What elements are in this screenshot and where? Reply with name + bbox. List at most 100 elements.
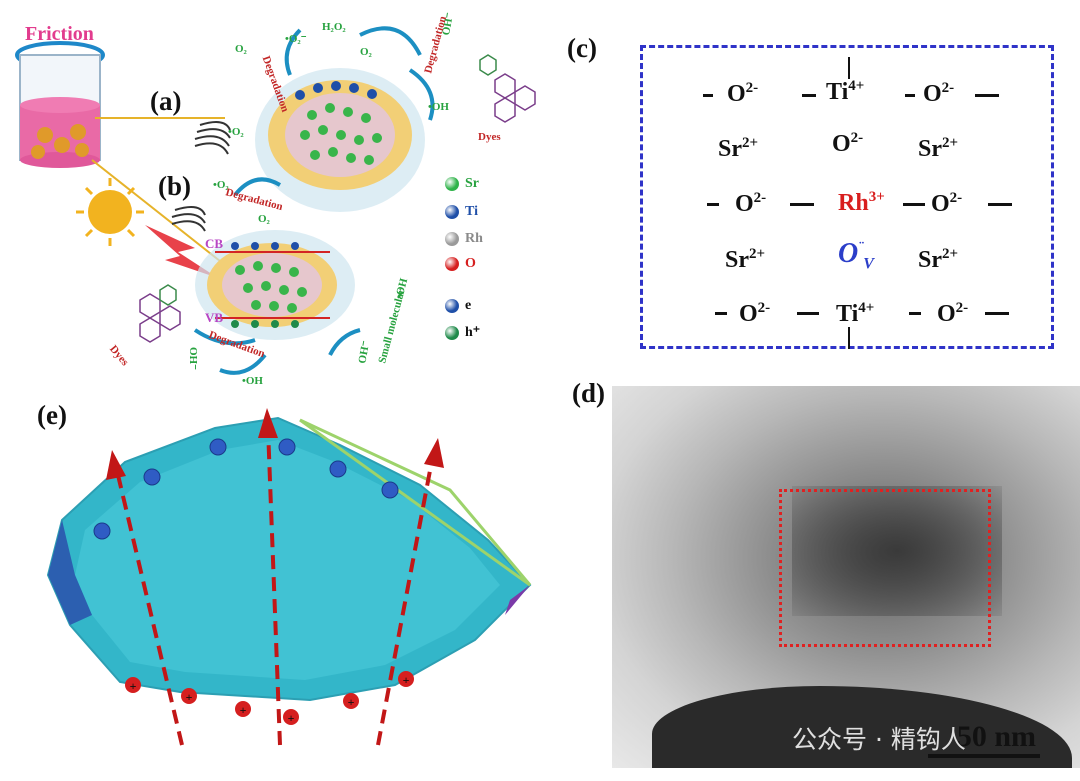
- o2-label-1: O₂: [235, 43, 248, 55]
- dye-molecule-top: [479, 54, 536, 123]
- ion-o-r1c1: O2-: [727, 80, 759, 107]
- o2-rad-label-1: •O₂⁻: [285, 33, 307, 45]
- legend-dot: [445, 299, 459, 313]
- ion-o-r3c3: O2-: [931, 190, 963, 217]
- lattice-box: [640, 45, 1054, 349]
- panel-a-label: (a): [150, 86, 182, 116]
- legend-item-2: Ti: [445, 204, 478, 220]
- tem-image: 50 nm: [612, 386, 1080, 768]
- bond-dash: [790, 203, 814, 206]
- oh-rad-label-1: •OH: [428, 101, 449, 113]
- o2-rad-label-2: •O₂: [228, 126, 244, 138]
- friction-label: Friction: [25, 23, 94, 45]
- ion-rh-dopant: Rh3+: [838, 189, 885, 216]
- polarized-crystal-diagram: + + + + + +: [46, 408, 532, 746]
- bond-dash: [707, 203, 719, 206]
- legend-dot: [445, 325, 459, 340]
- friction-beaker: [15, 41, 105, 168]
- svg-text:+: +: [348, 695, 355, 709]
- bond-dash: [703, 94, 713, 97]
- legend-label: e: [465, 298, 472, 313]
- watermark-text: 公众号 · 精钩人: [792, 725, 966, 754]
- ion-sr-r4c3: Sr2+: [918, 246, 959, 273]
- panel-e-label: (e): [37, 400, 67, 430]
- ion-ti-r5c2: Ti4+: [836, 300, 875, 327]
- oxygen-vacancy: O¨V: [838, 238, 874, 273]
- bond-dash: [975, 94, 999, 97]
- ion-o-r1c3: O2-: [923, 80, 955, 107]
- region-of-interest-box: [779, 489, 991, 647]
- dye-molecule-bottom: [139, 284, 181, 343]
- svg-text:+: +: [403, 673, 410, 687]
- ion-o-r5c1: O2-: [739, 300, 771, 327]
- scale-bar-label: 50 nm: [956, 720, 1036, 753]
- bond-dash: [909, 312, 921, 315]
- ion-o-r3c1: O2-: [735, 190, 767, 217]
- svg-text:+: +: [240, 703, 247, 717]
- legend-label: h⁺: [465, 325, 481, 340]
- legend-item-3: Rh: [445, 231, 483, 247]
- legend-label: Ti: [465, 204, 478, 219]
- photocatalysis-schematic: Friction: [15, 11, 536, 387]
- degradation-label-3: Degradation: [224, 186, 284, 213]
- oh-minus-bottom-label-1: OH⁻: [187, 347, 199, 370]
- ion-sr-r4c1: Sr2+: [725, 246, 766, 273]
- panel-b-label: (b): [158, 171, 191, 201]
- legend-item-5: e: [445, 298, 471, 314]
- bond-dash: [988, 203, 1012, 206]
- degradation-label-2: Degradation: [422, 15, 449, 75]
- scale-bar: [928, 754, 1040, 758]
- dyes-label-1: Dyes: [478, 131, 501, 143]
- field-arrows: [116, 427, 434, 746]
- legend-item-4: O: [445, 256, 476, 272]
- cb-label: CB: [205, 236, 223, 251]
- oh-rad-label-3: •OH: [242, 375, 263, 387]
- particle-top: [255, 68, 425, 212]
- legend-dot: [445, 205, 459, 219]
- bond-dash: [797, 312, 819, 315]
- particle-bottom: [195, 230, 355, 340]
- oh-minus-top-label: OH⁻: [440, 11, 456, 36]
- small-molecular-label: Small molecular: [376, 287, 407, 364]
- legend-item-6: h⁺: [445, 324, 480, 341]
- legend-dot: [445, 257, 459, 271]
- friction-marks: [171, 120, 231, 232]
- holes: + + + + + +: [125, 671, 414, 725]
- bond-dash: [905, 94, 915, 97]
- o2-rad-label-3: •O₂: [213, 179, 229, 191]
- h2o2-label: H₂O₂: [322, 21, 346, 33]
- bond-dash: [715, 312, 727, 315]
- light-bolt-icon: [145, 225, 218, 278]
- panel-d-label: (d): [572, 378, 605, 408]
- ion-ti-r1c2: Ti4+: [826, 78, 865, 105]
- vb-label: VB: [205, 310, 223, 325]
- svg-text:+: +: [288, 711, 295, 725]
- ion-o-r2c2: O2-: [832, 130, 864, 157]
- ion-sr-r2c1: Sr2+: [718, 135, 759, 162]
- electrons: [93, 438, 399, 540]
- legend-dot: [445, 232, 459, 246]
- ion-sr-r2c3: Sr2+: [918, 135, 959, 162]
- svg-text:+: +: [186, 690, 193, 704]
- bond-dash: [903, 203, 925, 206]
- svg-text:+: +: [130, 679, 137, 693]
- sun-icon: [76, 178, 144, 246]
- o2-b-label: O₂: [258, 213, 271, 225]
- oh-rad-label-2: •OH: [393, 277, 410, 301]
- vertical-bond-bottom: [848, 327, 850, 349]
- ion-o-r5c3: O2-: [937, 300, 969, 327]
- reaction-arrows: [193, 26, 435, 375]
- oh-minus-bottom-label-2: OH⁻: [356, 340, 372, 365]
- dyes-label-2: Dyes: [107, 343, 131, 369]
- legend-label: Rh: [465, 231, 483, 246]
- o2-label-2: O₂: [360, 46, 373, 58]
- panel-c-label: (c): [567, 33, 597, 63]
- legend-item-1: Sr: [445, 176, 479, 192]
- legend-label: Sr: [465, 176, 479, 191]
- bond-dash: [985, 312, 1009, 315]
- legend-label: O: [465, 256, 476, 271]
- legend-dot: [445, 177, 459, 191]
- bond-dash: [802, 94, 816, 97]
- vertical-bond-top: [848, 57, 850, 79]
